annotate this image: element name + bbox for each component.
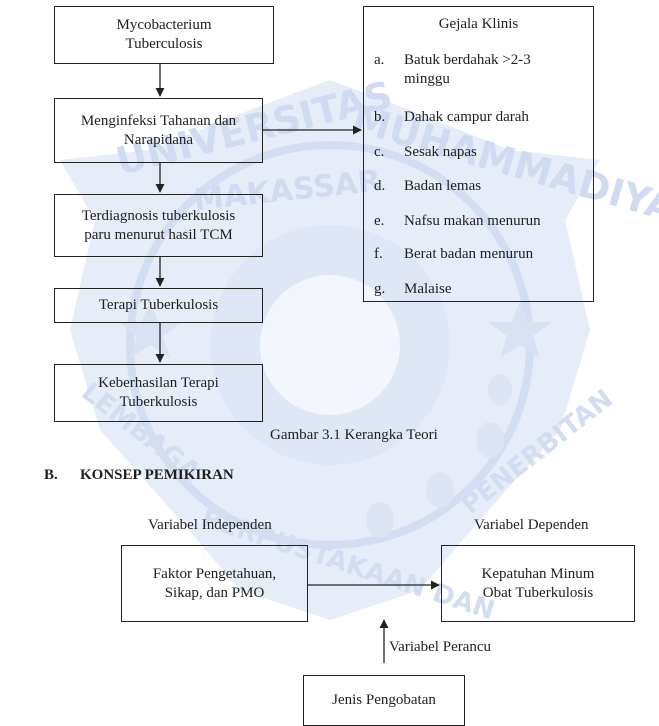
svg-text:PENERBITAN: PENERBITAN [456, 384, 619, 521]
symptom-letter: b. [374, 109, 386, 125]
dependent-box-line1: Kepatuhan Minum [481, 565, 595, 582]
symptom-text: Badan lemas [404, 178, 482, 194]
symptom-text: Nafsu makan menurun [404, 213, 541, 229]
box-terapi-line1: Terapi Tuberkulosis [98, 297, 219, 313]
independent-variable-box: Faktor Pengetahuan, Sikap, dan PMO [121, 545, 308, 622]
box-mycobacterium-line2: Tuberculosis [125, 36, 203, 52]
dependent-box-line2: Obat Tuberkulosis [482, 584, 594, 601]
box-mycobacterium-line1: Mycobacterium [116, 17, 212, 33]
symptom-text: Malaise [404, 281, 452, 297]
dependent-variable-box: Kepatuhan Minum Obat Tuberkulosis [441, 545, 635, 622]
dependent-variable-label: Variabel Dependen [474, 517, 589, 533]
box-keberhasilan-line2: Tuberkulosis [119, 394, 198, 410]
confounding-variable-box: Jenis Pengobatan [303, 675, 465, 726]
box-terdiagnosis: Terdiagnosis tuberkulosis paru menurut h… [54, 194, 263, 257]
confounding-variable-label: Variabel Perancu [389, 639, 492, 655]
box-mycobacterium: Mycobacterium Tuberculosis [54, 6, 274, 64]
symptom-letter: c. [374, 144, 385, 160]
section-number: B. [44, 467, 58, 483]
symptom-letter: e. [374, 213, 385, 229]
independent-variable-label: Variabel Independen [148, 517, 272, 533]
section-title: KONSEP PEMIKIRAN [80, 467, 234, 483]
independent-box-line2: Sikap, dan PMO [164, 584, 265, 601]
symptom-letter: a. [374, 52, 385, 68]
box-terapi: Terapi Tuberkulosis [54, 288, 263, 323]
independent-box-line1: Faktor Pengetahuan, [152, 565, 277, 582]
symptom-letter: d. [374, 178, 386, 194]
clinical-symptoms-box: Gejala Klinis a. Batuk berdahak >2-3 min… [363, 6, 594, 302]
box-terdiagnosis-line1: Terdiagnosis tuberkulosis [81, 207, 236, 224]
box-menginfeksi-line1: Menginfeksi Tahanan dan [80, 112, 237, 129]
symptom-letter: g. [374, 281, 386, 297]
symptom-letter: f. [374, 246, 383, 262]
box-terdiagnosis-line2: paru menurut hasil TCM [84, 226, 233, 243]
symptom-text: Sesak napas [404, 144, 477, 160]
clinical-symptoms-title: Gejala Klinis [438, 16, 519, 32]
box-keberhasilan-line1: Keberhasilan Terapi [98, 375, 219, 391]
confounding-box-line1: Jenis Pengobatan [332, 692, 436, 708]
box-menginfeksi: Menginfeksi Tahanan dan Narapidana [54, 98, 263, 163]
box-menginfeksi-line2: Narapidana [123, 131, 194, 148]
figure-caption: Gambar 3.1 Kerangka Teori [270, 427, 438, 443]
symptom-text: Berat badan menurun [404, 246, 534, 262]
symptom-text: Dahak campur darah [404, 109, 529, 125]
box-keberhasilan: Keberhasilan Terapi Tuberkulosis [54, 364, 263, 422]
symptom-text: Batuk berdahak >2-3 minggu [404, 52, 531, 87]
